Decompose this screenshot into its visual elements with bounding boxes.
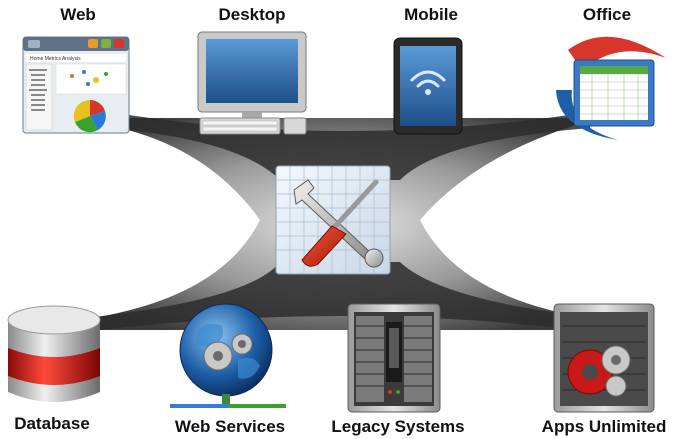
legacy-server-rack-icon (347, 303, 441, 413)
desktop-computer-icon (197, 31, 307, 135)
apps-unlimited-server-gears-icon (553, 303, 655, 413)
label-web-services: Web Services (174, 417, 286, 436)
label-legacy-systems: Legacy Systems (331, 417, 465, 436)
database-cylinder-icon (7, 305, 101, 402)
developer-tools-icon (275, 165, 391, 275)
office-spreadsheet-icon (556, 36, 666, 140)
web-services-globe-icon (170, 303, 286, 408)
label-database: Database (14, 414, 90, 433)
pie-chart-thumbnail (73, 99, 106, 133)
mobile-tablet-icon (393, 37, 463, 135)
label-apps-unlimited: Apps Unlimited (541, 417, 667, 436)
web-browser-window-icon: Home Metrics Analysis (22, 36, 130, 134)
web-window-title: Home Metrics Analysis (30, 56, 81, 62)
label-mobile: Mobile (404, 5, 458, 24)
red-gear-icon (567, 349, 613, 395)
label-desktop: Desktop (218, 5, 286, 24)
label-web: Web (60, 5, 96, 24)
label-office: Office (582, 5, 632, 24)
